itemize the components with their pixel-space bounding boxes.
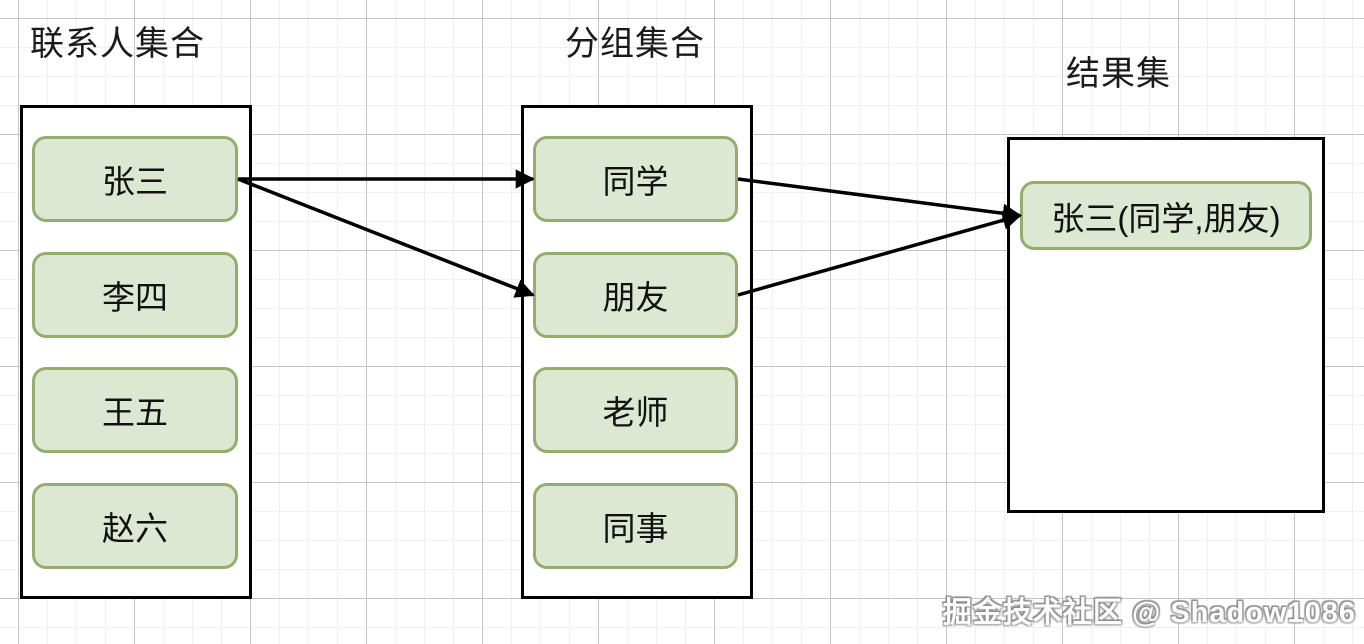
node-contact-wangwu: 王五 xyxy=(32,367,238,453)
node-group-teacher: 老师 xyxy=(533,367,738,453)
column-title-results: 结果集 xyxy=(1066,55,1171,93)
edge-pengyou-to-result xyxy=(737,210,1022,297)
edge-tongxue-to-result xyxy=(737,177,1022,223)
node-group-colleague: 同事 xyxy=(533,483,738,569)
node-contact-lisi: 李四 xyxy=(32,252,238,338)
node-result-zhangsan-groups: 张三(同学,朋友) xyxy=(1020,181,1312,250)
watermark-text: 掘金技术社区 @ Shadow1086 xyxy=(942,597,1356,629)
edge-zhangsan-to-pengyou xyxy=(237,177,535,298)
node-contact-zhangsan: 张三 xyxy=(32,136,238,222)
node-group-classmate: 同学 xyxy=(533,136,738,222)
node-group-friend: 朋友 xyxy=(533,252,738,338)
node-contact-zhaoliu: 赵六 xyxy=(32,483,238,569)
column-title-contacts: 联系人集合 xyxy=(30,25,205,63)
column-title-groups: 分组集合 xyxy=(565,25,705,63)
